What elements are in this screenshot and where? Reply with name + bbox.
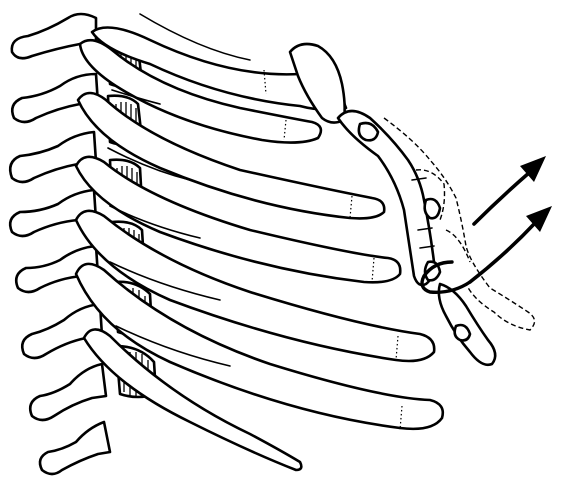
process-8 <box>40 422 110 474</box>
process-7 <box>30 364 106 420</box>
pull-arrows <box>470 156 552 282</box>
xiphoid-process <box>439 284 495 365</box>
